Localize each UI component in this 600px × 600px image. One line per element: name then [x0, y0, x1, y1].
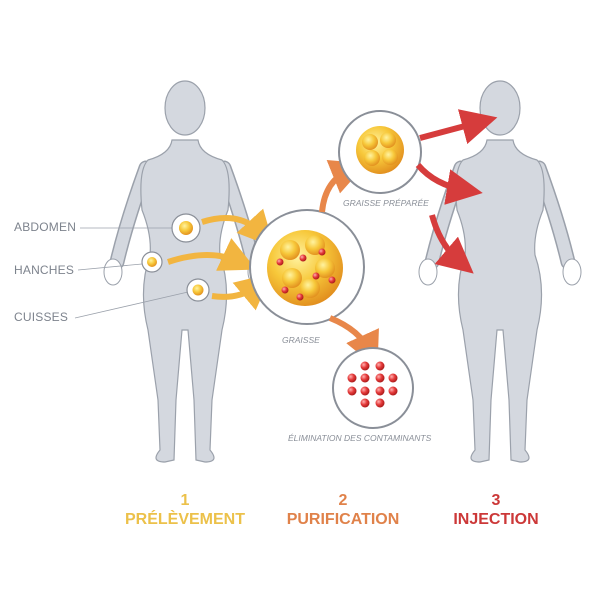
step-number: 2 — [338, 492, 348, 509]
step-label: INJECTION — [453, 511, 539, 528]
step-number: 1 — [180, 492, 190, 509]
caption-graisse: GRAISSE — [282, 335, 320, 345]
prepared-fat-circle — [338, 110, 422, 194]
fat-circle — [249, 209, 365, 325]
body-silhouette-right — [419, 81, 581, 462]
caption-elimination: ÉLIMINATION DES CONTAMINANTS — [288, 433, 432, 443]
step-2: 2 PURIFICATION — [263, 491, 423, 529]
red-injection-arrows — [415, 109, 498, 274]
label-hanches: HANCHES — [14, 263, 75, 277]
body-silhouette-left — [104, 81, 266, 462]
step-label: PRÉLÈVEMENT — [124, 511, 245, 528]
contaminants-circle — [332, 347, 414, 429]
step-label: PURIFICATION — [286, 511, 400, 528]
arrow-to-contaminants — [328, 315, 379, 369]
caption-graisse-preparee: GRAISSE PRÉPARÉE — [343, 198, 429, 208]
step-3: 3 INJECTION — [416, 491, 576, 529]
label-lines — [74, 227, 189, 319]
label-abdomen: ABDOMEN — [14, 220, 77, 234]
label-cuisses: CUISSES — [14, 310, 69, 324]
step-1: 1 PRÉLÈVEMENT — [105, 491, 265, 529]
step-number: 3 — [491, 492, 501, 509]
